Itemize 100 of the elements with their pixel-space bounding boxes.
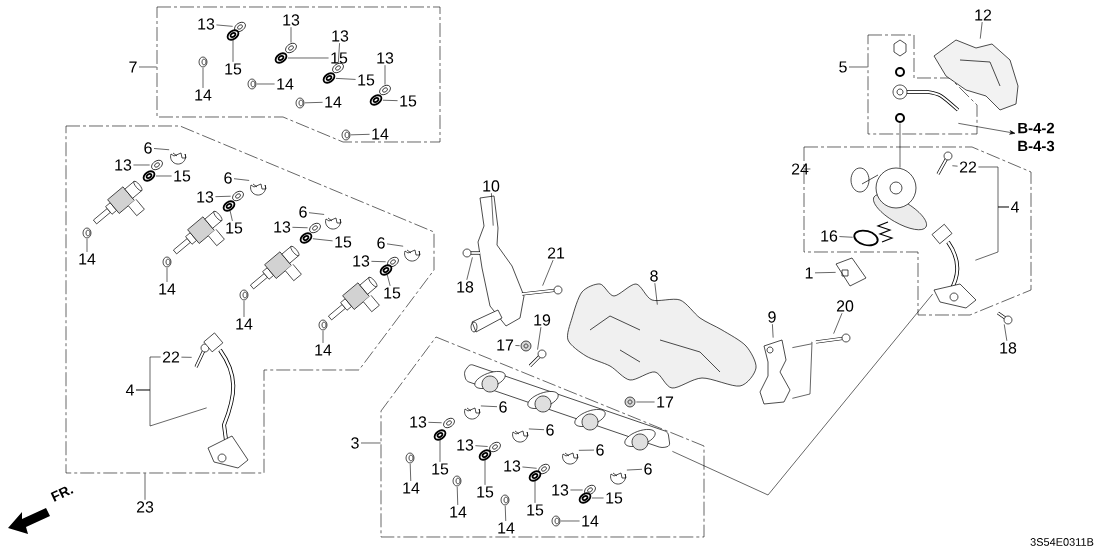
washer: [379, 84, 391, 96]
callout-number: 13: [410, 416, 427, 428]
callout-number: 15: [606, 492, 623, 504]
seal-ring: [551, 515, 561, 527]
callout-number: 14: [159, 283, 176, 295]
leader-line: [335, 78, 356, 80]
callout-number: 20: [836, 300, 854, 312]
o-ring: [528, 470, 542, 482]
fuel-pump: [850, 167, 927, 243]
washer: [332, 62, 344, 74]
cover: [933, 39, 1019, 111]
callout-number: 18: [1000, 342, 1017, 354]
leader-line: [371, 261, 386, 263]
leader-line: [256, 83, 275, 85]
leader-line: [654, 282, 658, 305]
o-ring: [142, 170, 156, 182]
leader-line: [386, 274, 391, 287]
clip: [562, 452, 579, 465]
bolt: [997, 311, 1013, 325]
leader-line: [899, 123, 901, 168]
leader-line: [833, 312, 843, 334]
leader-line: [439, 439, 441, 463]
leader-line: [636, 401, 655, 403]
callout-number: 15: [225, 63, 242, 75]
leader-line: [515, 345, 520, 346]
o-ring: [226, 29, 240, 41]
leader-line: [428, 422, 442, 424]
bolt: [194, 343, 210, 368]
cap: [835, 257, 867, 287]
bolt: [528, 349, 547, 368]
leader-line: [484, 459, 486, 486]
callout-number: 14: [582, 515, 599, 527]
leader-line: [350, 134, 370, 136]
leader-line: [792, 343, 812, 348]
clip: [610, 472, 627, 485]
leader-line: [229, 210, 233, 222]
callout-number: 6: [644, 463, 652, 475]
leader-line: [155, 175, 172, 177]
leader-line: [792, 341, 813, 399]
clip: [464, 407, 481, 420]
callout-number: 13: [332, 30, 349, 42]
leader-line: [409, 463, 412, 482]
callout-number: 15: [331, 52, 348, 64]
leader-line: [287, 57, 329, 59]
leader-line: [243, 300, 245, 318]
leader-line: [814, 272, 836, 274]
o-ring: [322, 72, 336, 84]
callout-number: 6: [299, 206, 307, 218]
leader-line: [386, 243, 404, 247]
leader-line: [480, 405, 498, 407]
leader-line: [144, 473, 146, 501]
callout-number: 15: [226, 222, 243, 234]
reference-label: B-4-2 B-4-3: [1018, 122, 1055, 152]
washer: [309, 222, 321, 234]
callout-number: 6: [144, 142, 152, 154]
callout-number: 4: [1010, 201, 1019, 213]
seal-ring: [239, 289, 249, 301]
leader-line: [504, 505, 507, 522]
leader-line: [979, 21, 983, 39]
reference-arrow: [958, 123, 1016, 135]
clip: [325, 217, 342, 230]
leader-line: [382, 99, 398, 101]
o-ring: [369, 94, 383, 106]
leader-line: [86, 238, 88, 253]
leader-line: [138, 66, 157, 68]
leader-line: [839, 236, 853, 238]
callout-number: 21: [547, 247, 565, 259]
callout-number: 6: [546, 424, 554, 436]
callout-number: 9: [768, 311, 776, 323]
callout-number: 17: [497, 339, 514, 351]
leader-line: [626, 469, 643, 471]
callout-number: 15: [432, 463, 449, 475]
callout-number: 13: [198, 18, 215, 30]
callout-number: 4: [125, 384, 134, 396]
callout-number: 15: [174, 170, 191, 182]
callout-number: 8: [650, 270, 658, 282]
leader-line: [537, 326, 542, 350]
callout-number: 7: [129, 61, 137, 73]
bolt: [462, 248, 481, 258]
callout-number: 14: [195, 89, 212, 101]
leader-line: [591, 497, 604, 499]
leader-line: [456, 486, 459, 506]
callout-number: 22: [162, 351, 180, 363]
leader-line: [560, 520, 580, 522]
seal-ring: [198, 56, 208, 68]
leader-line: [466, 257, 473, 281]
callout-number: 16: [821, 230, 838, 242]
o-ring: [478, 449, 492, 461]
washer: [285, 42, 297, 54]
washer: [151, 159, 163, 171]
seal-ring: [162, 256, 172, 268]
callout-number: 15: [527, 504, 544, 516]
leader-line: [290, 26, 292, 43]
leader-line: [570, 489, 583, 491]
fuel-pipe: [931, 223, 977, 309]
callout-number: 18: [457, 281, 474, 293]
banjo-fitting: [892, 39, 960, 123]
callout-number: 1: [805, 267, 813, 279]
callout-number: 3: [351, 437, 359, 449]
leader-line: [1003, 324, 1008, 342]
